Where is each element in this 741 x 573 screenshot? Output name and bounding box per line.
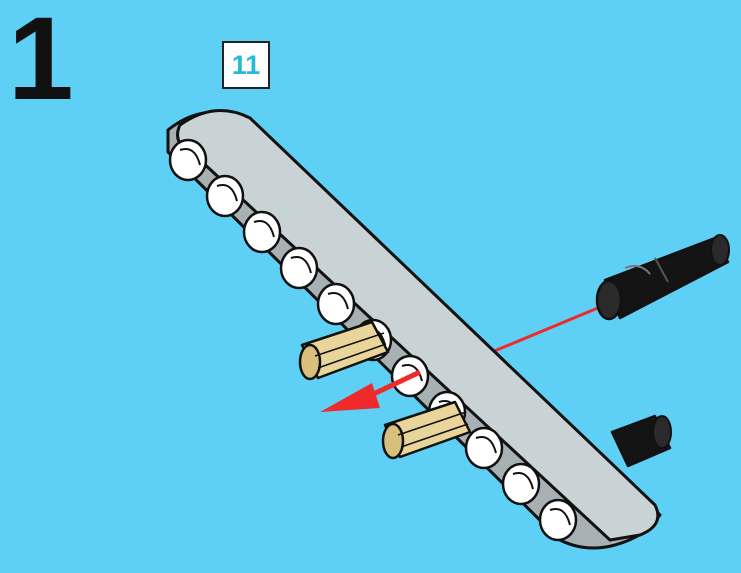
tan-axle-pin-icon: [383, 402, 470, 458]
black-pin-icon: [612, 416, 671, 466]
beam-hole: [540, 500, 576, 540]
black-pin-icon: [597, 235, 729, 319]
beam-hole: [503, 464, 539, 504]
beam-hole: [318, 284, 354, 324]
tan-axle-pin-icon: [300, 322, 388, 379]
beam-hole: [207, 176, 243, 216]
lego-beam-icon: [168, 110, 660, 548]
beam-hole: [170, 140, 206, 180]
red-guide-line: [492, 305, 605, 352]
beam-hole: [244, 212, 280, 252]
beam-hole: [466, 428, 502, 468]
beam-hole: [281, 248, 317, 288]
